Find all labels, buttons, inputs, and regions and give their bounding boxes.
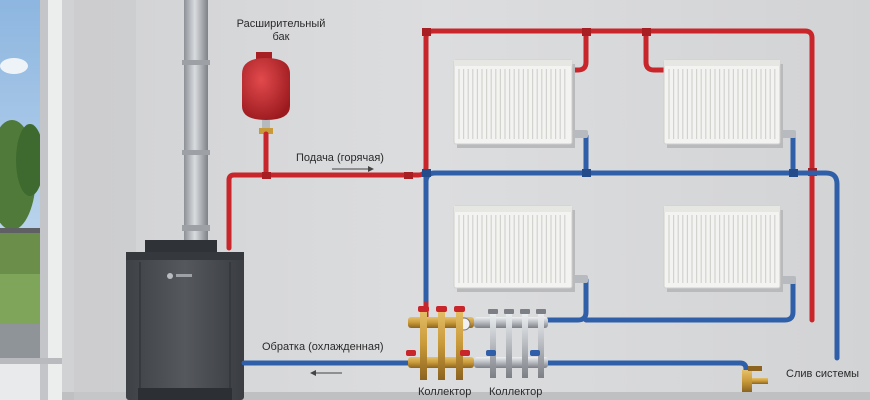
flue-pipe (182, 0, 210, 248)
radiators (453, 59, 783, 292)
supply-label: Подача (горячая) (296, 152, 384, 164)
return-label: Обратка (охлажденная) (262, 341, 384, 353)
radiator-bottom-left (453, 205, 575, 292)
expansion-tank (242, 52, 290, 134)
radiator-top-left (453, 59, 575, 148)
supply-manifold-label: Коллектор (418, 386, 472, 398)
return-flow-arrow (310, 370, 342, 376)
window (0, 0, 62, 400)
supply-flow-arrow (332, 166, 374, 172)
radiator-top-right (663, 59, 783, 148)
brand-logo-icon (167, 273, 173, 279)
radiator-bottom-right (663, 205, 783, 292)
wall-pillar (74, 0, 136, 400)
drain-label: Слив системы (786, 368, 860, 380)
return-manifold-label: Коллектор (489, 386, 543, 398)
expansion-tank-label: Расширительный бак (236, 18, 326, 43)
radiator-valves (572, 130, 796, 284)
drain-valve (742, 366, 768, 392)
manifold-assembly (406, 306, 548, 380)
floor-skirting (0, 392, 870, 400)
boiler (126, 240, 244, 400)
return-fittings (422, 169, 798, 177)
return-pipes (241, 133, 840, 379)
